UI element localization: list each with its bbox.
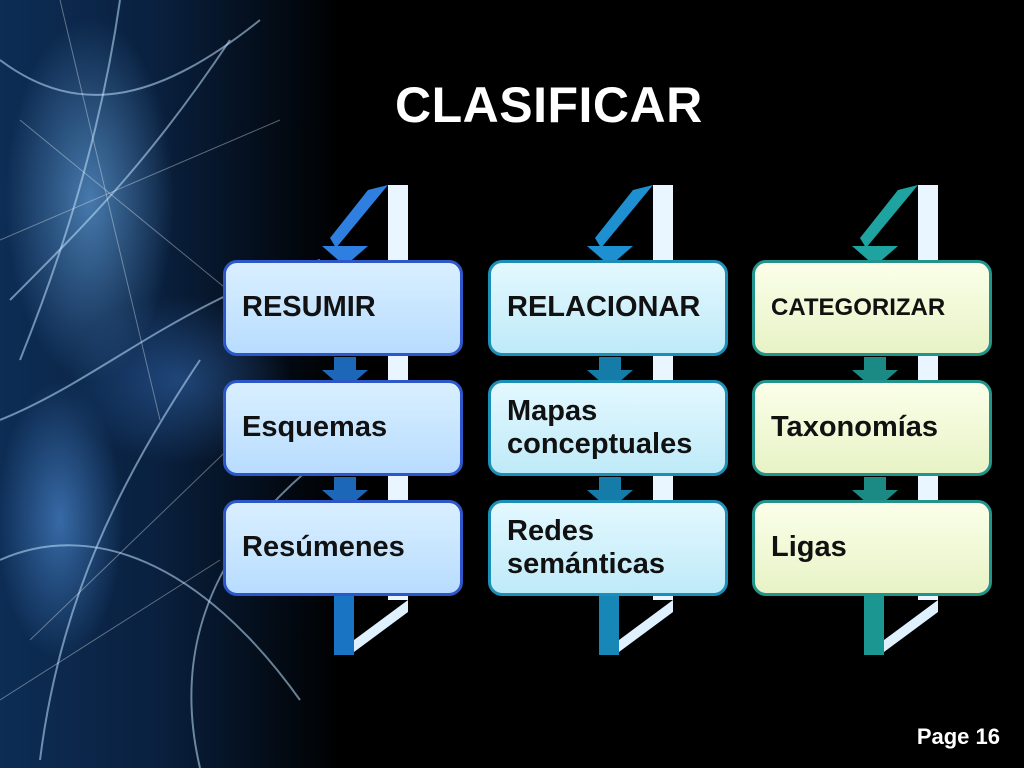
box-redes-semanticas: Redes semánticas: [488, 500, 728, 596]
box-mapas-conceptuales: Mapas conceptuales: [488, 380, 728, 476]
box-resumir: RESUMIR: [223, 260, 463, 356]
box-resumenes: Resúmenes: [223, 500, 463, 596]
box-ligas: Ligas: [752, 500, 992, 596]
box-categorizar: CATEGORIZAR: [752, 260, 992, 356]
box-taxonomias: Taxonomías: [752, 380, 992, 476]
page-number: Page 16: [916, 724, 1000, 749]
box-relacionar: RELACIONAR: [488, 260, 728, 356]
slide-title: CLASIFICAR: [395, 77, 703, 133]
box-esquemas: Esquemas: [223, 380, 463, 476]
